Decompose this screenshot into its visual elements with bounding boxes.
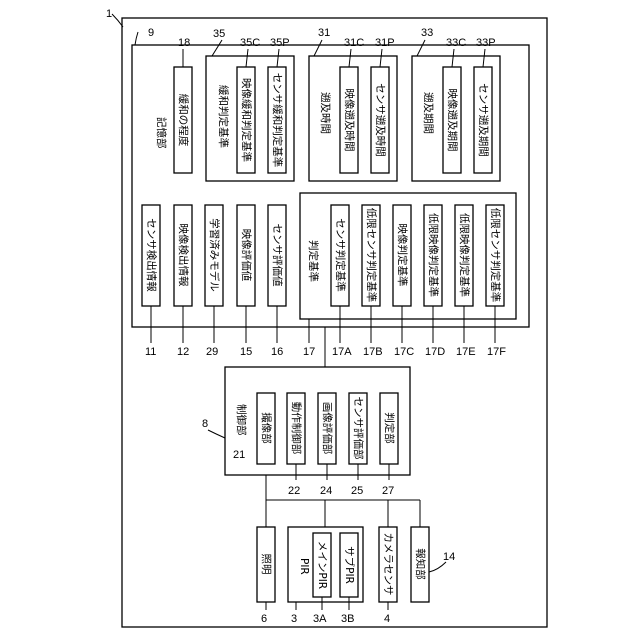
imaging-label: 撮像部 — [260, 412, 273, 444]
lighting-label: 照明 — [260, 554, 272, 575]
ref-sensor-period: 33P — [476, 37, 496, 49]
ref-relax-group: 35 — [213, 28, 225, 40]
ref-judge: 27 — [382, 485, 394, 497]
judge-label: 判定部 — [383, 412, 396, 444]
ref-motion-control: 22 — [288, 485, 300, 497]
sensor-retro-label: センサ遡及時間 — [374, 83, 387, 157]
video-detection-info-label: 映像検出情報 — [177, 224, 190, 287]
ref-sensor-relax: 35P — [270, 37, 290, 49]
ref-device: 1 — [106, 8, 112, 20]
ref-video-relax: 35C — [240, 37, 260, 49]
camera-sensor-label: カメラセンサ — [382, 533, 394, 596]
ref-main-pir: 3A — [313, 613, 327, 625]
low-sensor-criteria-2-label: 低限センサ判定基準 — [489, 208, 502, 303]
ref-sensor-criteria: 17A — [332, 346, 352, 358]
ref-video-period: 33C — [446, 37, 466, 49]
pir-label: PIR — [298, 558, 310, 575]
motion-control-label: 動作制御部 — [290, 402, 303, 455]
video-period-label: 映像遡及期間 — [446, 89, 459, 152]
period-group-label: 遡及期間 — [422, 92, 435, 134]
ref-lighting: 6 — [261, 613, 267, 625]
ref-notifier: 14 — [443, 551, 455, 563]
image-eval-label: 画像評価部 — [321, 402, 334, 455]
ref-camera-sensor: 4 — [384, 613, 390, 625]
sensor-relax-label: センサ緩和判定基準 — [271, 73, 284, 168]
video-eval-label: 映像評価値 — [240, 229, 253, 282]
ref-low-video-criteria-2: 17E — [456, 346, 476, 358]
control-label: 制御部 — [235, 404, 248, 436]
notifier-label: 報知部 — [414, 548, 427, 580]
ref-video-criteria: 17C — [394, 346, 414, 358]
trained-model-label: 学習済みモデル — [208, 218, 221, 292]
relax-degree-label: 緩和の程度 — [177, 94, 190, 147]
ref-image-eval: 24 — [320, 485, 332, 497]
ref-low-sensor-criteria: 17B — [363, 346, 383, 358]
sensor-criteria-label: センサ判定基準 — [334, 218, 347, 292]
ref-sensor-retro: 31P — [375, 37, 395, 49]
main-pir-label: メインPIR — [316, 541, 328, 589]
ref-relax-degree: 18 — [178, 37, 190, 49]
sub-pir-label: サブPIR — [343, 546, 356, 584]
video-criteria-label: 映像判定基準 — [396, 224, 409, 287]
ref-sensor-eval-unit: 25 — [351, 485, 363, 497]
sensor-eval-unit-label: センサ評価部 — [352, 397, 365, 460]
ref-low-video-criteria: 17D — [425, 346, 445, 358]
sensor-period-label: センサ遡及期間 — [477, 83, 490, 157]
ref-video-eval: 15 — [240, 346, 252, 358]
storage-label: 記憶部 — [155, 117, 168, 149]
low-video-criteria-2-label: 低限映像判定基準 — [458, 213, 471, 297]
ref-sub-pir: 3B — [341, 613, 354, 625]
ref-video-retro: 31C — [344, 37, 364, 49]
sensor-eval-label: センサ評価値 — [271, 224, 284, 287]
ref-video-detection-info: 12 — [177, 346, 189, 358]
ref-pir: 3 — [291, 613, 297, 625]
criteria-group-label: 判定基準 — [307, 240, 320, 282]
ref-storage: 9 — [148, 27, 154, 39]
ref-imaging: 21 — [233, 449, 245, 461]
relax-group-label: 緩和判定基準 — [217, 85, 230, 148]
ref-control: 8 — [202, 418, 208, 430]
ref-sensor-detection-info: 11 — [145, 346, 156, 358]
ref-low-sensor-criteria-2: 17F — [487, 346, 506, 358]
sensor-detection-info-label: センサ検出情報 — [145, 218, 158, 292]
ref-sensor-eval: 16 — [271, 346, 283, 358]
low-video-criteria-label: 低限映像判定基準 — [427, 213, 440, 297]
ref-trained-model: 29 — [206, 346, 218, 358]
low-sensor-criteria-label: 低限センサ判定基準 — [365, 208, 378, 303]
ref-retro-group: 31 — [318, 27, 330, 39]
ref-period-group: 33 — [421, 27, 433, 39]
video-relax-label: 映像緩和判定基準 — [240, 78, 253, 162]
video-retro-label: 映像遡及時間 — [343, 89, 356, 152]
ref-criteria-group: 17 — [303, 346, 315, 358]
retro-group-label: 遡及時間 — [319, 92, 332, 134]
